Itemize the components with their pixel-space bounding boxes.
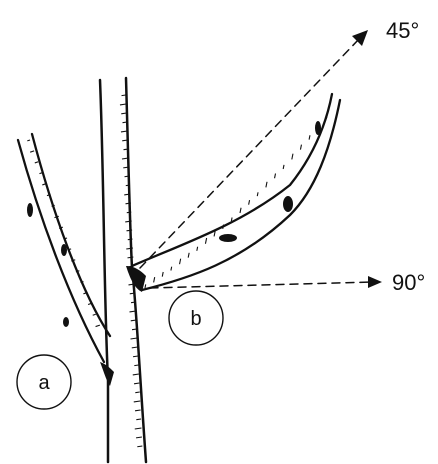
angle-label-90: 90° [392,270,425,295]
branch-b [126,94,340,292]
circle-label-a: a [17,355,71,409]
bark-stroke [134,383,139,384]
bark-stroke [135,428,142,429]
bark-stroke [132,329,137,330]
bark-stroke [135,410,141,411]
branch-b-label: b [190,308,201,330]
bark-stroke [96,325,100,326]
bark-stroke [133,374,139,375]
angle-guide-45 [140,30,368,268]
bark-stroke [180,259,181,265]
bark-stroke [93,314,96,315]
bark-stroke [120,104,126,105]
bark-stroke [231,217,232,221]
bark-stroke [266,182,267,188]
bark-stroke [133,356,138,357]
bark-stroke [257,192,258,196]
branch-a-label: a [38,372,50,394]
bark-stroke [145,284,146,288]
bark-stroke [127,212,131,213]
bark-stroke [188,253,189,258]
bark-stroke [154,277,155,282]
bark-stroke [136,419,141,420]
bark-stroke [171,267,172,271]
bark-stroke [123,122,127,123]
circle-label-b: b [169,291,223,345]
bark-stroke [134,365,138,366]
bark-stroke [135,392,139,393]
bark-stroke [300,145,301,150]
bark-stroke [125,176,130,177]
bark-stroke [214,231,215,236]
main-trunk [100,78,146,462]
branch-a [18,134,114,386]
bark-stroke [205,238,206,244]
bark-stroke [223,225,224,229]
bark-stroke [240,208,241,213]
bark-stroke [124,149,129,150]
bark-stroke [126,185,130,186]
bark-stroke [27,140,30,141]
bark-stroke [128,239,133,240]
bark-stroke [275,173,276,178]
bark-stroke [292,154,293,160]
bark-stroke [131,302,135,303]
bark-stroke [122,95,126,96]
bark-stroke [136,437,142,438]
angle-label-45: 45° [386,18,419,43]
bark-stroke [35,162,38,163]
bark-stroke [197,247,198,251]
bark-stroke [132,347,138,348]
bark-stroke [249,200,250,205]
bark-stroke [134,401,140,402]
bark-stroke [309,135,310,139]
bark-stroke [131,338,138,339]
bark-stroke [283,165,284,169]
bark-stroke [137,446,142,447]
bark-stroke [30,151,34,152]
bark-stroke [318,126,319,130]
bark-stroke [162,272,163,277]
